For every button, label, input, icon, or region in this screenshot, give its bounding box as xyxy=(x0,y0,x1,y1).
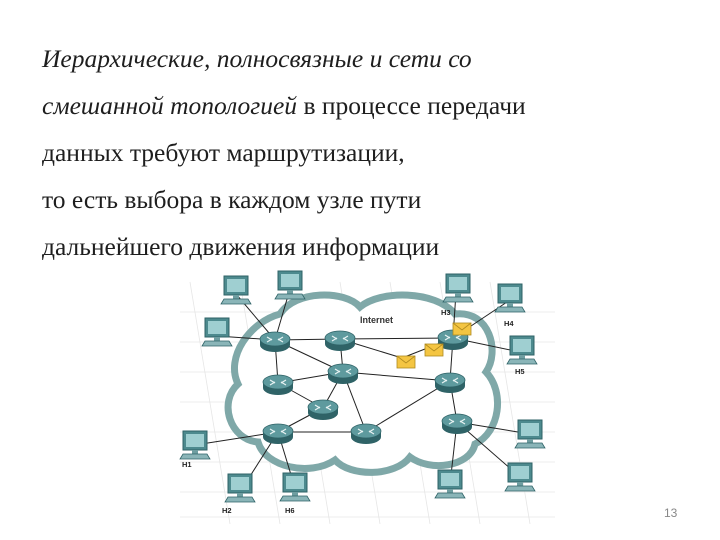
router-icon xyxy=(262,374,294,396)
text-line-4: то есть выбора в каждом узле пути xyxy=(42,185,422,214)
host-label-h3: H3 xyxy=(441,308,451,317)
text-line-2-rest: в процессе передачи xyxy=(297,91,526,120)
italic-phrase-2: смешанной топологией xyxy=(42,91,298,120)
computer-icon xyxy=(442,273,474,303)
router-icon xyxy=(259,331,291,353)
host-label-h2: H2 xyxy=(222,506,232,515)
slide-number: 13 xyxy=(664,506,678,520)
computer-icon xyxy=(279,472,311,502)
router-icon xyxy=(434,372,466,394)
router-icon xyxy=(307,399,339,421)
router-icon xyxy=(350,423,382,445)
router-icon xyxy=(262,423,294,445)
computer-icon xyxy=(506,335,538,365)
computer-icon xyxy=(434,469,466,499)
computer-icon xyxy=(274,270,306,300)
computer-icon xyxy=(514,419,546,449)
computer-icon xyxy=(494,283,526,313)
host-label-h1: H1 xyxy=(182,460,192,469)
network-diagram: Internet xyxy=(179,270,555,524)
text-line-5: дальнейшего движения информации xyxy=(42,232,440,261)
computer-icon xyxy=(224,473,256,503)
router-icon xyxy=(441,413,473,435)
cloud-label: Internet xyxy=(360,315,393,325)
host-label-h5: H5 xyxy=(515,367,525,376)
envelope-icon xyxy=(452,322,472,336)
computer-icon xyxy=(504,462,536,492)
italic-phrase-1: Иерархические, полносвязные и сети со xyxy=(42,44,472,73)
host-label-h4: H4 xyxy=(504,319,514,328)
router-icon xyxy=(327,363,359,385)
text-line-2: смешанной топологией в процессе передачи xyxy=(42,82,682,129)
slide-text: Иерархические, полносвязные и сети со см… xyxy=(42,35,682,270)
envelope-icon xyxy=(396,355,416,369)
envelope-icon xyxy=(424,343,444,357)
computer-icon xyxy=(201,317,233,347)
text-line-3: данных требуют маршрутизации, xyxy=(42,138,405,167)
text-line-1: Иерархические, полносвязные и сети со xyxy=(42,35,682,82)
router-icon xyxy=(324,330,356,352)
computer-icon xyxy=(220,275,252,305)
computer-icon xyxy=(179,430,211,460)
host-label-h6: H6 xyxy=(285,506,295,515)
